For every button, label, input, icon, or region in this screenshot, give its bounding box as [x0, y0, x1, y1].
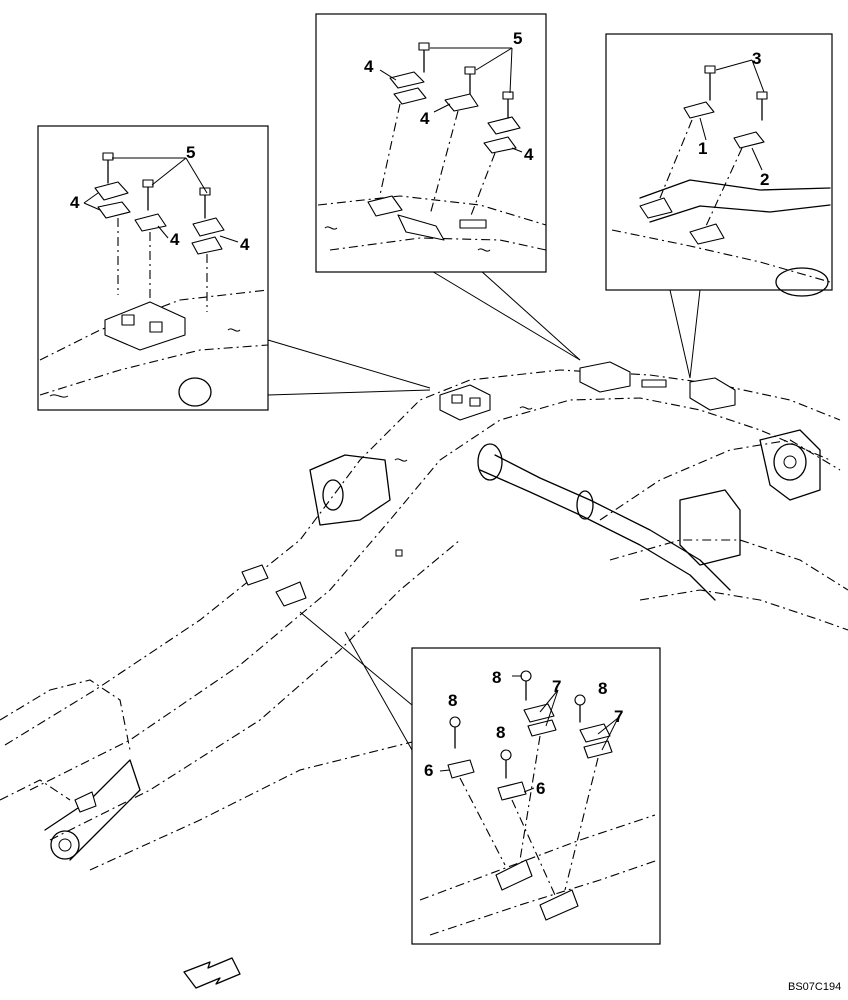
callout-middle-clamp-b: 4 — [420, 109, 430, 128]
callout-left-bolt: 5 — [186, 143, 195, 162]
callout-right-bolt: 3 — [752, 49, 761, 68]
callout-middle-clamp-a: 4 — [364, 57, 374, 76]
callout-right-plate: 2 — [760, 170, 769, 189]
boom-clamp-group-left — [439, 384, 491, 421]
detail-box-right: 3 1 2 — [605, 33, 833, 297]
bolt-set-right — [704, 65, 768, 121]
callout-left-clamp-a: 4 — [70, 193, 80, 212]
detail-leaders — [267, 269, 701, 751]
forward-arrow-icon — [183, 957, 241, 989]
callout-bottom-screw-c: 8 — [448, 691, 457, 710]
callout-middle-clamp-c: 4 — [524, 145, 534, 164]
bolt-set-middle — [418, 42, 514, 121]
boom-clamp-group-middle — [579, 361, 667, 393]
callout-middle-bolt: 5 — [513, 29, 522, 48]
detail-box-middle: 5 4 4 4 — [315, 13, 547, 273]
detail-box-left: 5 4 4 4 — [37, 125, 269, 411]
callout-left-clamp-b: 4 — [170, 230, 180, 249]
callout-left-clamp-c: 4 — [240, 235, 250, 254]
clamp-set-left — [94, 181, 225, 351]
callout-bottom-screw-a: 8 — [492, 668, 501, 687]
bolt-set-left — [102, 152, 211, 219]
clamp-set-middle — [367, 71, 521, 241]
callout-bottom-screw-b: 8 — [598, 679, 607, 698]
callout-bottom-bracket-a: 6 — [424, 761, 433, 780]
boom-assembly — [0, 361, 848, 871]
clip-set-bottom — [447, 703, 613, 921]
drawing-code: BS07C194 — [788, 981, 841, 993]
callout-bottom-clip-b: 7 — [614, 707, 623, 726]
clamp-set-right — [639, 101, 765, 245]
arm-clamps — [74, 564, 307, 813]
detail-box-bottom: 8 7 8 8 7 8 6 6 — [411, 647, 661, 945]
screw-set-bottom — [449, 670, 586, 779]
callout-bottom-clip-a: 7 — [552, 677, 561, 696]
callout-bottom-screw-d: 8 — [496, 723, 505, 742]
callout-bottom-bracket-b: 6 — [536, 779, 545, 798]
boom-clamp-group-right — [689, 377, 736, 411]
callout-right-clamp: 1 — [698, 139, 707, 158]
